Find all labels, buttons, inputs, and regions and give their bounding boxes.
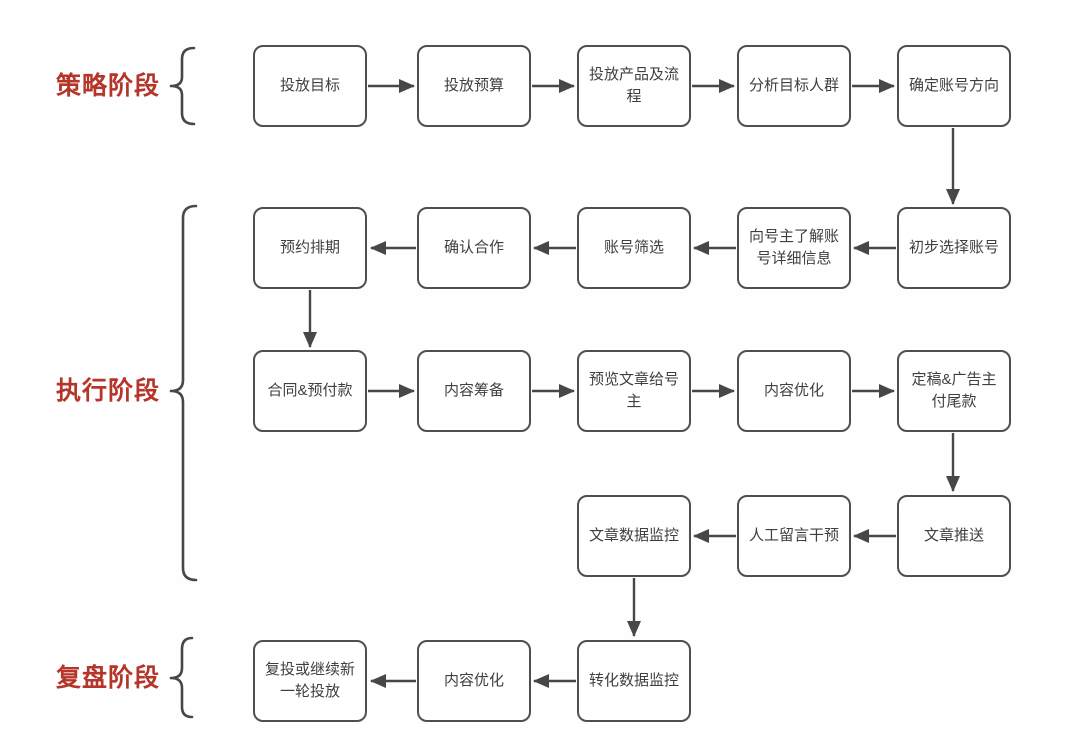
phase-brace-execution (169, 204, 198, 582)
flow-step-r3c5: 定稿&广告主付尾款 (897, 350, 1011, 432)
flow-step-r1c1: 投放目标 (253, 45, 367, 127)
flow-step-r5c3: 转化数据监控 (577, 640, 691, 722)
flow-step-r2c5: 初步选择账号 (897, 207, 1011, 289)
flow-step-r1c3: 投放产品及流程 (577, 45, 691, 127)
flow-step-r5c1: 复投或继续新一轮投放 (253, 640, 367, 722)
phase-brace-review (169, 636, 194, 719)
flow-step-r2c2: 确认合作 (417, 207, 531, 289)
flow-step-r1c5: 确定账号方向 (897, 45, 1011, 127)
flow-step-r2c3: 账号筛选 (577, 207, 691, 289)
flow-step-r3c3: 预览文章给号主 (577, 350, 691, 432)
phase-brace-strategy (169, 46, 196, 126)
flow-step-r5c2: 内容优化 (417, 640, 531, 722)
flow-step-r4c4: 人工留言干预 (737, 495, 851, 577)
flow-step-r1c2: 投放预算 (417, 45, 531, 127)
flow-step-r2c1: 预约排期 (253, 207, 367, 289)
flow-step-r1c4: 分析目标人群 (737, 45, 851, 127)
flow-step-r3c4: 内容优化 (737, 350, 851, 432)
phase-label-review: 复盘阶段 (55, 664, 160, 692)
phase-label-execution: 执行阶段 (55, 377, 160, 405)
flow-step-r3c2: 内容筹备 (417, 350, 531, 432)
flow-step-r4c3: 文章数据监控 (577, 495, 691, 577)
flow-step-r3c1: 合同&预付款 (253, 350, 367, 432)
flow-step-r4c5: 文章推送 (897, 495, 1011, 577)
flow-step-r2c4: 向号主了解账号详细信息 (737, 207, 851, 289)
phase-label-strategy: 策略阶段 (55, 72, 160, 100)
